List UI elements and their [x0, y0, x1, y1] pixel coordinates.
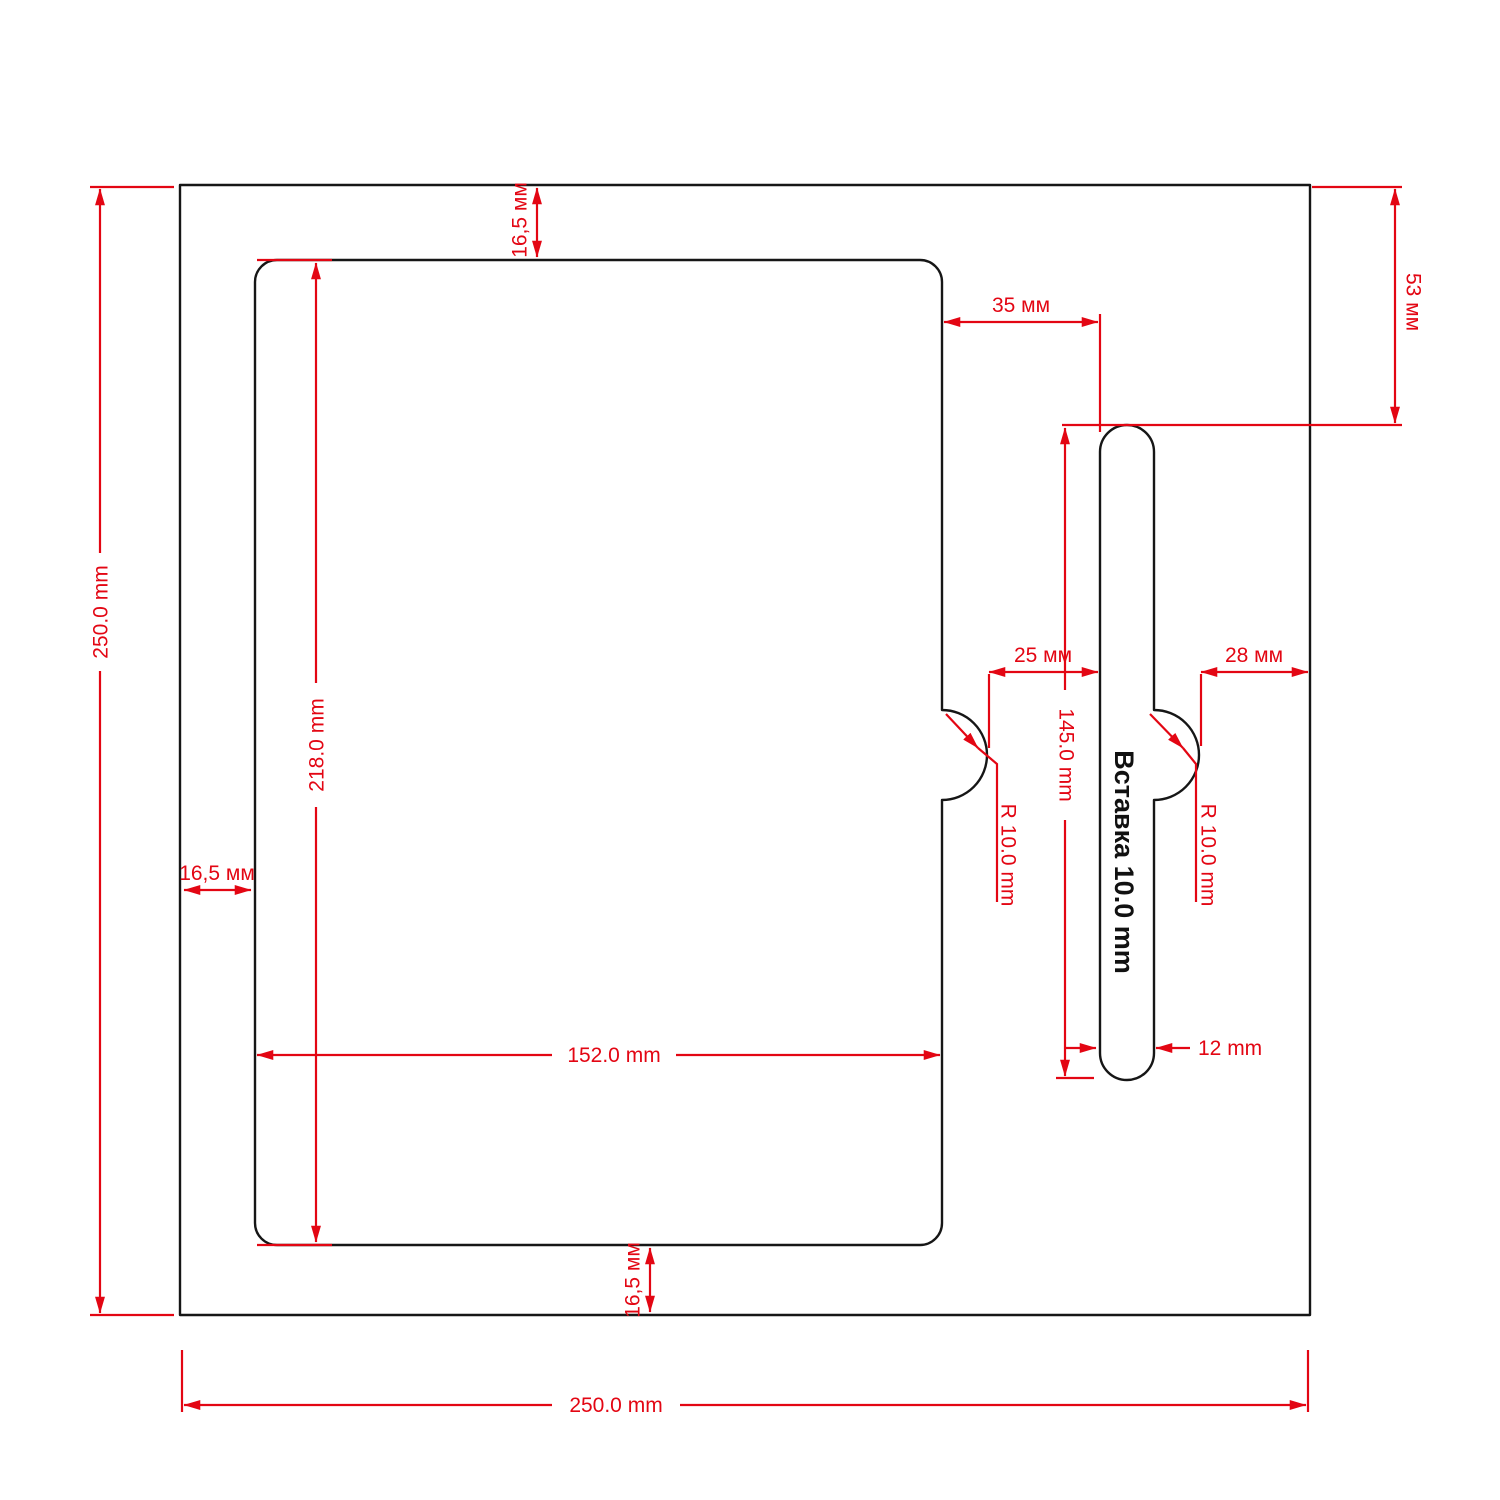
pocket-cutout: [253, 258, 989, 1247]
dim-pocket-to-slot-label: 35 мм: [992, 294, 1050, 317]
dimension-labels: 250.0 mm 16,5 мм 35 мм 53 мм 218.0 mm 25…: [90, 182, 1425, 1417]
dim-slot-notch-to-edge-label: 28 мм: [1225, 644, 1283, 667]
dim-outer-width-label: 250.0 mm: [569, 1394, 662, 1417]
dim-pocket-notch-radius-label: R 10.0 mm: [997, 804, 1020, 907]
dim-label-halo: [302, 683, 330, 807]
dim-outer-height-label: 250.0 mm: [90, 565, 113, 658]
leader-pocket-notch-arrow: [945, 713, 979, 749]
dim-slot-width-label: 12 mm: [1198, 1037, 1262, 1060]
leader-slot-notch-stem: [1182, 747, 1198, 902]
dim-pocket-width-label: 152.0 mm: [567, 1044, 660, 1067]
label-halos: [87, 553, 1079, 1420]
dim-margin-bottom-label: 16,5 мм: [622, 1242, 645, 1318]
dim-pocket-height-label: 218.0 mm: [306, 698, 329, 791]
dim-label-halo: [87, 553, 115, 671]
dim-label-halo: [552, 1390, 680, 1420]
insert-slot-label: Вставка 10.0 mm: [1109, 750, 1139, 973]
dim-slot-notch-radius-label: R 10.0 mm: [1197, 804, 1220, 907]
dim-label-halo: [552, 1040, 676, 1070]
leader-slot-notch-arrow: [1149, 713, 1184, 749]
part-outline: [178, 183, 1312, 1317]
dim-margin-top-label: 16,5 мм: [509, 182, 532, 258]
dim-margin-left-label: 16,5 мм: [179, 862, 255, 885]
dim-slot-length-label: 145.0 mm: [1055, 708, 1078, 801]
dim-slot-top-offset-label: 53 мм: [1402, 273, 1425, 331]
dim-notch-to-slot-label: 25 мм: [1014, 644, 1072, 667]
leader-pocket-notch-stem: [977, 747, 999, 902]
dim-label-halo: [1051, 690, 1079, 820]
